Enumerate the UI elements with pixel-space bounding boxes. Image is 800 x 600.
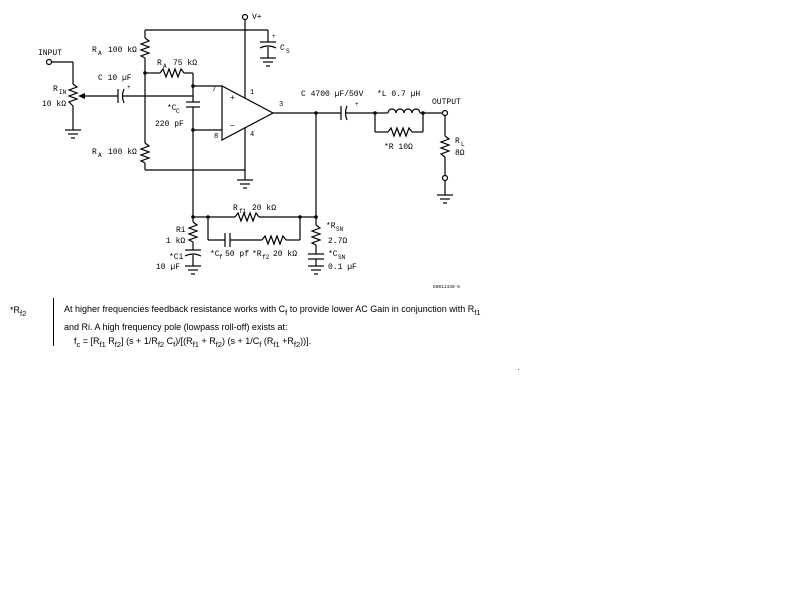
rf1-value: 20 kΩ xyxy=(252,204,276,213)
r-label: *R 10Ω xyxy=(384,143,413,152)
ra2-label: R xyxy=(157,59,162,68)
cc-label: *C xyxy=(167,104,177,113)
opamp-minus: − xyxy=(230,122,235,131)
footnote-formula: fc = [Rf1 Rf2] (s + 1/Rf2 Cf)/[(Rf1 + Rf… xyxy=(74,335,312,349)
rl-sub: L xyxy=(461,141,465,148)
input-terminal: INPUT xyxy=(38,49,74,84)
ra2-sub: A xyxy=(163,63,167,70)
rin-value: 10 kΩ xyxy=(42,100,66,109)
rf1-label: R xyxy=(233,204,238,213)
capacitor-cs: + C S xyxy=(245,29,290,67)
figure-code: DS011449-5 xyxy=(433,284,460,290)
cs-sub: S xyxy=(286,48,290,55)
cin-label: C 10 µF xyxy=(98,74,132,83)
ri-value: 1 kΩ xyxy=(166,237,185,246)
feedback-network: R f1 20 kΩ xyxy=(191,113,318,225)
footnote-divider xyxy=(53,298,54,346)
opamp-plus: + xyxy=(230,94,235,103)
rsn-label: *R xyxy=(326,222,336,231)
ci-value: 10 µF xyxy=(156,263,180,272)
pin-8: 8 xyxy=(214,133,218,141)
output-terminal-and-load: OUTPUT R L 8Ω xyxy=(432,98,465,204)
ci-label: *Ci xyxy=(169,253,184,262)
output-label: OUTPUT xyxy=(432,98,461,107)
cc-value: 220 pF xyxy=(155,120,184,129)
cout-label: C 4700 µF/50V xyxy=(301,90,364,99)
amplifier-schematic: V+ + C S R A 100 kΩ R A 75 kΩ xyxy=(38,13,465,290)
ra-bot-sub: A xyxy=(98,152,102,159)
rf1-sub: f1 xyxy=(239,208,247,215)
cin-plus: + xyxy=(127,84,131,91)
cs-plus: + xyxy=(272,33,276,40)
ra-bot-value: 100 kΩ xyxy=(108,148,137,157)
cf-sub: f xyxy=(219,254,223,261)
csn-sub: SN xyxy=(338,254,346,261)
stray-mark xyxy=(518,369,519,370)
ri-ci-branch: Ri 1 kΩ *Ci 10 µF xyxy=(156,221,202,275)
cs-label: C xyxy=(280,44,285,53)
rf2-sub: f2 xyxy=(262,254,270,261)
potentiometer-rin: R IN 10 kΩ xyxy=(42,83,118,139)
rl-label: R xyxy=(455,137,460,146)
cout-plus: + xyxy=(355,101,359,108)
resistor-ra-bottom: R A 100 kΩ xyxy=(92,142,245,171)
pin-4: 4 xyxy=(250,131,254,139)
rf2-label: *R xyxy=(252,250,262,259)
csn-value: 0.1 µF xyxy=(328,263,357,272)
resistor-ra-top: R A 100 kΩ xyxy=(92,29,245,75)
rsn-sub: SN xyxy=(336,226,344,233)
op-amp: + − 7 8 1 4 3 xyxy=(193,85,283,189)
resistor-ra-75k: R A 75 kΩ xyxy=(145,59,197,102)
csn-label: *C xyxy=(328,250,338,259)
cf-value: 50 pf xyxy=(225,250,249,259)
vplus-label: V+ xyxy=(252,13,262,22)
cf-rf2-branch: *C f 50 pf *R f2 20 kΩ xyxy=(207,217,301,261)
rl-value: 8Ω xyxy=(455,149,465,158)
output-coupling-capacitor: C 4700 µF/50V + xyxy=(273,90,375,121)
input-label: INPUT xyxy=(38,49,62,58)
rsn-value: 2.7Ω xyxy=(328,237,347,246)
footnote-text: At higher frequencies feedback resistanc… xyxy=(64,302,584,352)
ra-top-sub: A xyxy=(98,50,102,57)
rin-label: R xyxy=(53,85,58,94)
pin-1: 1 xyxy=(250,89,254,97)
ra-bot-label: R xyxy=(92,148,97,157)
rin-sub: IN xyxy=(59,89,67,96)
vplus-supply: V+ xyxy=(241,13,262,86)
footnote-line-2: and Ri. A high frequency pole (lowpass r… xyxy=(64,321,288,332)
snubber-rsn-csn: *R SN 2.7Ω *C SN 0.1 µF xyxy=(308,222,357,275)
cf-label: *C xyxy=(210,250,220,259)
pin-7: 7 xyxy=(212,86,216,94)
capacitor-cin: C 10 µF + xyxy=(98,74,193,104)
ra-top-value: 100 kΩ xyxy=(108,46,137,55)
capacitor-cc: *C C 220 pF xyxy=(155,101,200,132)
ra2-value: 75 kΩ xyxy=(173,59,197,68)
ri-label: Ri xyxy=(176,226,186,235)
footnote-marker: *Rf2 xyxy=(10,305,27,318)
rf2-value: 20 kΩ xyxy=(273,250,297,259)
inductor-l-parallel-r: *L 0.7 µH *R 10Ω xyxy=(373,90,445,152)
cc-sub: C xyxy=(176,108,180,115)
pin-3: 3 xyxy=(279,101,283,109)
l-label: *L 0.7 µH xyxy=(377,90,420,99)
ra-top-label: R xyxy=(92,46,97,55)
footnote-line-1: At higher frequencies feedback resistanc… xyxy=(64,304,481,317)
